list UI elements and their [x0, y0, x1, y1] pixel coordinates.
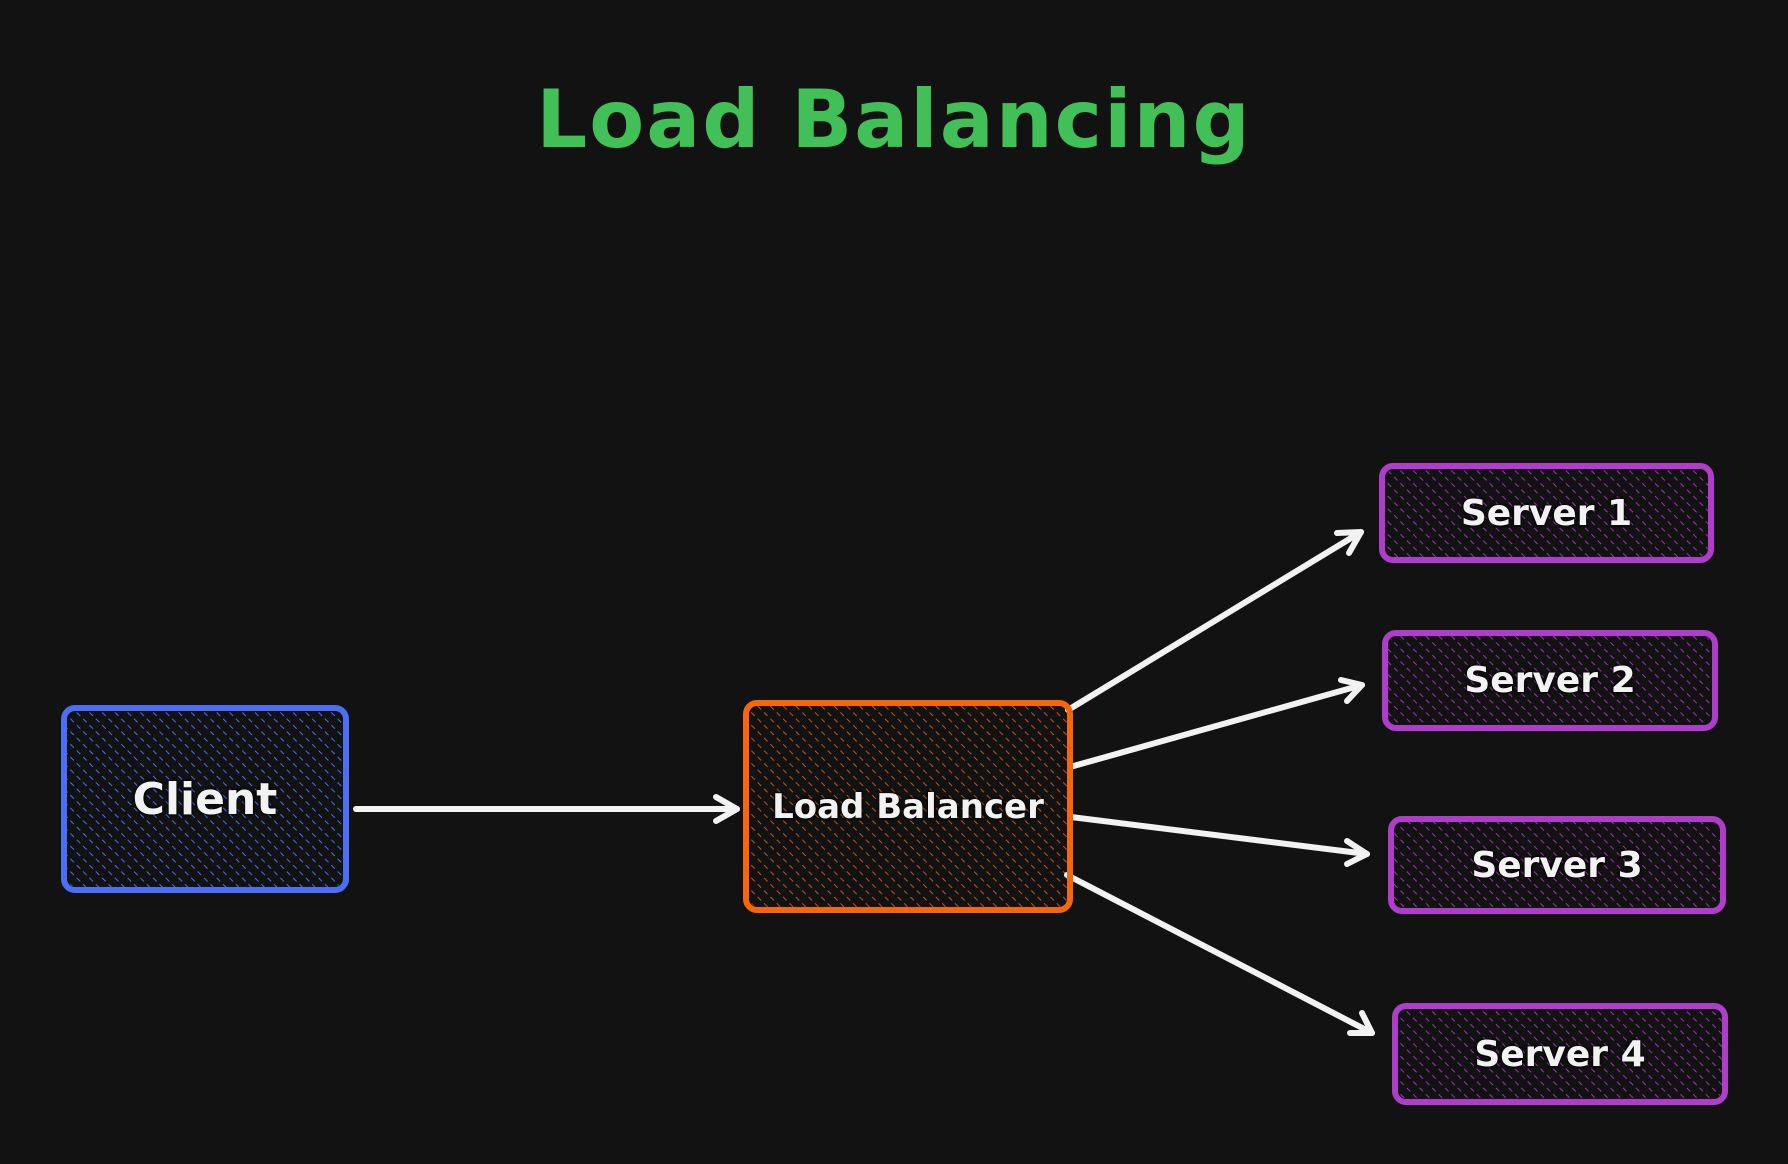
arrow-load-balancer-to-server-2[interactable]: [1067, 677, 1365, 770]
arrow-load-balancer-to-server-4[interactable]: [1064, 872, 1375, 1036]
server-3-label: Server 3: [1471, 844, 1643, 886]
load-balancer-fill: [749, 706, 1067, 907]
server-4-fill: [1398, 1009, 1722, 1099]
client-fill: [67, 711, 343, 887]
server-2-node[interactable]: Server 2: [1382, 630, 1718, 731]
server-2-fill: [1388, 636, 1712, 725]
server-4-node[interactable]: Server 4: [1392, 1003, 1728, 1105]
server-3-fill: [1394, 822, 1720, 908]
server-3-node[interactable]: Server 3: [1388, 816, 1726, 914]
arrow-client-to-load-balancer[interactable]: [353, 794, 740, 824]
server-1-label: Server 1: [1460, 492, 1633, 534]
server-1-node[interactable]: Server 1: [1379, 463, 1714, 563]
arrow-load-balancer-to-server-1[interactable]: [1065, 529, 1364, 713]
server-2-label: Server 2: [1464, 660, 1636, 701]
load-balancer-node[interactable]: Load Balancer: [743, 700, 1073, 913]
server-4-label: Server 4: [1474, 1033, 1646, 1075]
arrow-load-balancer-to-server-3[interactable]: [1068, 814, 1370, 867]
client-node[interactable]: Client: [61, 705, 349, 893]
load-balancer-label: Load Balancer: [772, 786, 1044, 827]
server-1-fill: [1385, 469, 1708, 557]
page-title: Load Balancing: [536, 73, 1252, 166]
client-label: Client: [132, 773, 278, 825]
